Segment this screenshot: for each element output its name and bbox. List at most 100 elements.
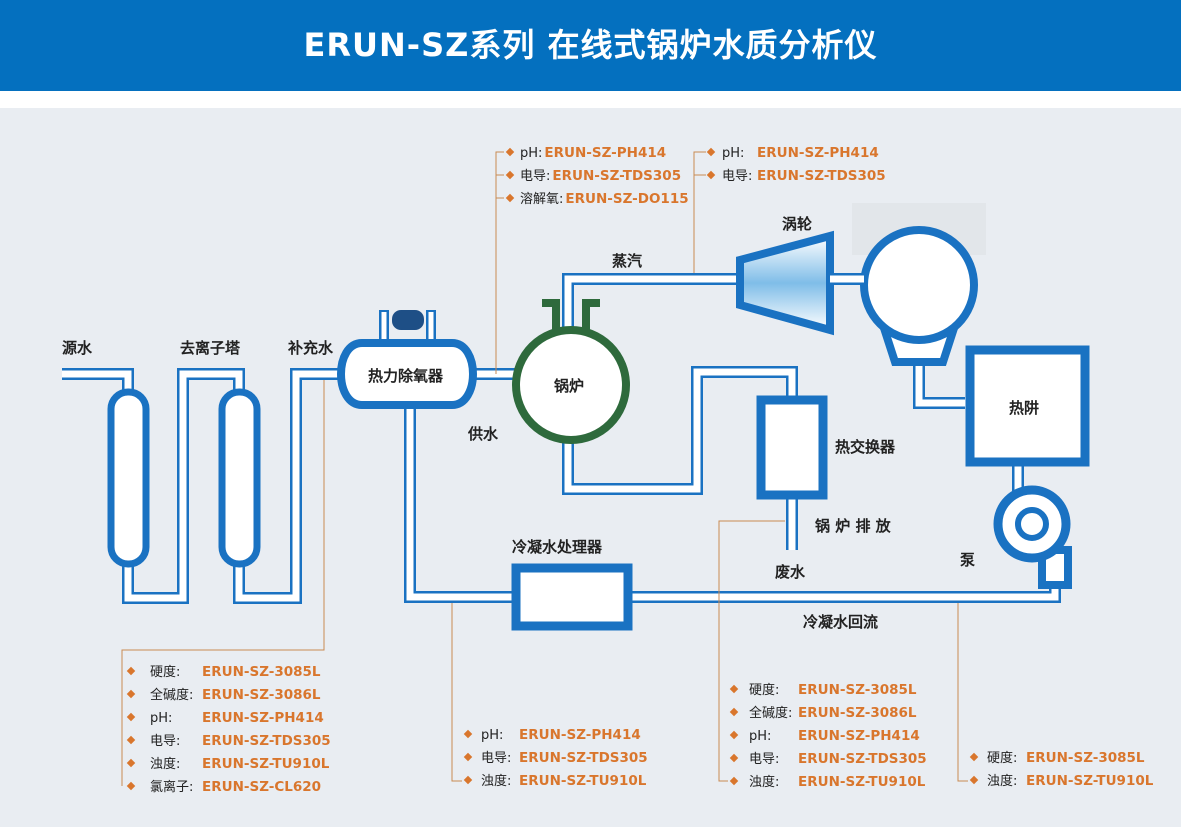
boiler-body <box>512 326 630 444</box>
condensate-treater-box <box>511 563 633 631</box>
annotation-param: 电导: <box>481 751 511 766</box>
annotation-bullet <box>729 707 739 717</box>
annotation-model: ERUN-SZ-CL620 <box>202 779 321 795</box>
annotation-param: 溶解氧: <box>520 192 563 207</box>
label-pump: 泵 <box>960 551 975 569</box>
hot-well-box <box>965 345 1090 467</box>
annotation-model: ERUN-SZ-PH414 <box>757 145 879 161</box>
label-deionizer: 去离子塔 <box>180 339 241 357</box>
annotation-model: ERUN-SZ-TDS305 <box>798 751 927 767</box>
annotation-param: 浊度: <box>150 756 180 772</box>
pump-unit <box>993 485 1072 589</box>
leader-blowdown <box>718 520 785 782</box>
label-blowdown: 锅 炉 排 放 <box>815 517 892 535</box>
turbine-body <box>736 230 834 336</box>
source-water-pipe <box>62 368 344 604</box>
annotation-model: ERUN-SZ-TU910L <box>202 756 330 772</box>
annotation-param: 全碱度: <box>749 705 792 721</box>
label-turbine: 涡轮 <box>782 215 812 233</box>
annotation-boiler-top: pH:ERUN-SZ-PH414电导:ERUN-SZ-TDS305溶解氧:ERU… <box>505 145 689 207</box>
annotation-model: ERUN-SZ-3085L <box>1026 750 1145 766</box>
annotation-model: ERUN-SZ-TDS305 <box>202 733 331 749</box>
boiler-neck-right <box>582 299 600 330</box>
component-labels: 源水 去离子塔 补充水 热力除氧器 供水 锅炉 蒸汽 涡轮 热阱 热交换器 锅 … <box>62 215 1039 631</box>
annotation-param: 硬度: <box>987 750 1017 766</box>
annotation-param: 电导: <box>520 169 550 184</box>
label-hot-well: 热阱 <box>1009 399 1039 417</box>
annotation-bullet <box>463 775 473 785</box>
label-condensate-treater: 冷凝水处理器 <box>512 538 603 556</box>
annotation-param: 全碱度: <box>150 687 193 703</box>
label-condensate-return: 冷凝水回流 <box>803 613 878 631</box>
annotation-model: ERUN-SZ-PH414 <box>519 727 641 743</box>
annotation-blowdown: 硬度:ERUN-SZ-3085L全碱度:ERUN-SZ-3086LpH:ERUN… <box>729 682 927 790</box>
annotation-param: pH: <box>722 146 744 161</box>
annotation-bullet <box>729 684 739 694</box>
annotation-param: 浊度: <box>987 773 1017 789</box>
annotation-model: ERUN-SZ-TU910L <box>1026 773 1154 789</box>
annotation-model: ERUN-SZ-TDS305 <box>519 750 648 766</box>
annotation-param: 电导: <box>150 734 180 749</box>
deionizer-column-2 <box>218 388 261 568</box>
label-heat-exchanger: 热交换器 <box>835 438 896 456</box>
header-bar <box>0 0 1181 91</box>
annotation-bullet <box>969 775 979 785</box>
annotation-model: ERUN-SZ-3086L <box>202 687 321 703</box>
leader-condensate <box>451 603 462 782</box>
heat-exchanger-box <box>756 395 828 500</box>
label-waste-water: 废水 <box>775 563 806 581</box>
annotation-model: ERUN-SZ-3085L <box>202 664 321 680</box>
deionizer-columns <box>107 388 261 568</box>
annotation-param: 浊度: <box>749 774 779 790</box>
annotation-bullet <box>126 712 136 722</box>
annotation-param: 电导: <box>722 169 752 184</box>
annotation-makeup-water: 硬度: ERUN-SZ-3085L 全碱度: ERUN-SZ-3086L pH: ERUN… <box>126 664 331 795</box>
label-feed-water: 供水 <box>467 425 499 443</box>
annotation-model: ERUN-SZ-3085L <box>798 682 917 698</box>
pump-impeller <box>1015 507 1049 541</box>
deaerator-cap <box>392 310 424 330</box>
page-title: ERUN-SZ系列 在线式锅炉水质分析仪 <box>303 26 878 64</box>
leader-steam-top <box>693 151 706 273</box>
label-boiler: 锅炉 <box>554 377 584 395</box>
annotation-param: pH: <box>150 711 172 726</box>
steam-pipe-inner <box>564 275 900 330</box>
boiler-neck-left <box>542 299 560 330</box>
annotation-param: 电导: <box>749 752 779 767</box>
condensate-return-pipe <box>404 392 1061 603</box>
leader-makeup <box>121 380 325 786</box>
annotation-model: ERUN-SZ-TU910L <box>519 773 647 789</box>
label-source-water: 源水 <box>62 339 93 357</box>
annotation-param: 硬度: <box>150 664 180 680</box>
annotation-condensate: pH:ERUN-SZ-PH414电导:ERUN-SZ-TDS305浊度:ERUN… <box>463 727 648 789</box>
annotation-model: ERUN-SZ-PH414 <box>202 710 324 726</box>
annotation-model: ERUN-SZ-DO115 <box>565 191 688 207</box>
annotation-bullet <box>126 689 136 699</box>
annotation-model: ERUN-SZ-TU910L <box>798 774 926 790</box>
annotation-bullet <box>463 752 473 762</box>
boiler-to-exchanger-pipe-inner <box>564 368 796 493</box>
annotation-bullet <box>126 735 136 745</box>
annotation-bullet <box>126 758 136 768</box>
annotation-model: ERUN-SZ-PH414 <box>544 145 666 161</box>
annotation-bullet <box>969 752 979 762</box>
annotation-param: 氯离子: <box>150 779 193 795</box>
leader-return <box>957 603 968 782</box>
annotation-bullet <box>729 776 739 786</box>
annotation-bullet <box>505 147 515 157</box>
annotation-model: ERUN-SZ-TDS305 <box>757 168 886 184</box>
annotation-param: 硬度: <box>749 682 779 698</box>
condensate-return-pipe-inner <box>406 392 1059 601</box>
label-deaerator: 热力除氧器 <box>368 367 444 385</box>
annotation-bullet <box>706 147 716 157</box>
annotation-param: 浊度: <box>481 773 511 789</box>
annotation-bullet <box>706 170 716 180</box>
annotation-model: ERUN-SZ-PH414 <box>798 728 920 744</box>
annotation-param: pH: <box>749 729 771 744</box>
boiler-vessel <box>512 299 630 444</box>
annotation-bullet <box>729 730 739 740</box>
annotation-bullet <box>505 193 515 203</box>
deaerator-body <box>337 339 477 409</box>
label-steam: 蒸汽 <box>612 252 642 270</box>
